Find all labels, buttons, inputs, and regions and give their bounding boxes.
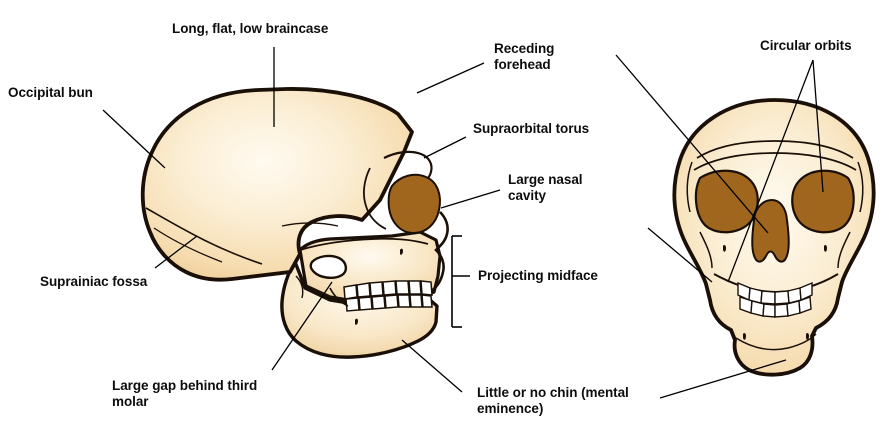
- frontal-right-temporal-line: [857, 161, 864, 213]
- lateral-auditory-meatus: [309, 254, 347, 280]
- lateral-mental-foramen: [355, 318, 358, 325]
- frontal-nasal-aperture: [751, 198, 790, 263]
- lateral-temporal-line: [281, 222, 339, 227]
- lateral-skull-group: [140, 87, 449, 359]
- frontal-right-zygomatic: [837, 231, 851, 269]
- lateral-frontonasal-curve: [363, 167, 387, 230]
- leader-chin-frontal: [659, 359, 787, 399]
- label-large-nasal-cavity: Large nasal cavity: [508, 172, 583, 203]
- label-supraorbital-torus: Supraorbital torus: [473, 121, 590, 136]
- lateral-occipital-bun-contour: [145, 207, 263, 265]
- projecting-midface-bracket: [451, 235, 470, 328]
- leader-large-nasal-cavity: [440, 189, 501, 209]
- label-little-or-no-chin: Little or no chin (mental eminence): [477, 385, 629, 416]
- frontal-mandible-border: [735, 333, 817, 351]
- label-suprainiac-fossa: Suprainiac fossa: [40, 274, 148, 289]
- frontal-left-orbit: [694, 169, 759, 234]
- leader-receding-forehead: [416, 62, 485, 94]
- frontal-brow-lower-arc: [693, 152, 857, 171]
- frontal-right-orbit: [791, 169, 855, 234]
- lateral-upper-teeth: [343, 280, 433, 300]
- frontal-supraorbital-torus: [696, 140, 854, 159]
- label-circular-orbits: Circular orbits: [760, 38, 852, 53]
- lateral-zygomatic-arch: [299, 237, 429, 251]
- leader-receding-forehead-frontal: [615, 54, 769, 234]
- label-receding-forehead: Receding forehead: [494, 41, 555, 72]
- lateral-orbit: [387, 173, 441, 235]
- frontal-left-zygomatic: [699, 231, 713, 269]
- lateral-mastoid-contour: [295, 275, 304, 299]
- frontal-left-mental-foramen: [743, 332, 746, 340]
- frontal-lower-teeth: [739, 296, 812, 318]
- lateral-infraorbital-foramen: [400, 248, 403, 255]
- leader-circular-orbits-to-right-orbit: [812, 59, 824, 193]
- frontal-right-infraorbital-foramen: [824, 244, 827, 252]
- frontal-left-temporal-line: [686, 161, 693, 213]
- leader-suprainiac-fossa: [154, 235, 198, 269]
- lateral-retromolar-gap-edge: [329, 287, 349, 307]
- leader-supraorbital-torus-frontal: [647, 227, 713, 283]
- leader-occipital-bun: [102, 109, 166, 169]
- lateral-lower-teeth: [345, 294, 433, 312]
- frontal-upper-teeth: [737, 281, 813, 305]
- leader-little-or-no-chin: [401, 339, 463, 393]
- leader-supraorbital-torus: [423, 136, 467, 159]
- label-projecting-midface: Projecting midface: [478, 268, 598, 283]
- leader-large-gap-behind-third-molar: [271, 281, 333, 371]
- lateral-cranial-vault: [140, 87, 414, 282]
- frontal-skull-group: [672, 98, 876, 377]
- leader-circular-orbits-to-left-orbit: [727, 59, 814, 283]
- label-long-flat-low-braincase: Long, flat, low braincase: [172, 21, 329, 36]
- label-large-gap-behind-third-molar: Large gap behind third molar: [112, 378, 258, 409]
- leader-lines-group: [102, 47, 824, 399]
- frontal-left-infraorbital-foramen: [723, 244, 726, 252]
- label-occipital-bun: Occipital bun: [8, 85, 93, 100]
- lateral-midface-profile: [429, 211, 449, 294]
- frontal-right-mental-foramen: [806, 332, 809, 340]
